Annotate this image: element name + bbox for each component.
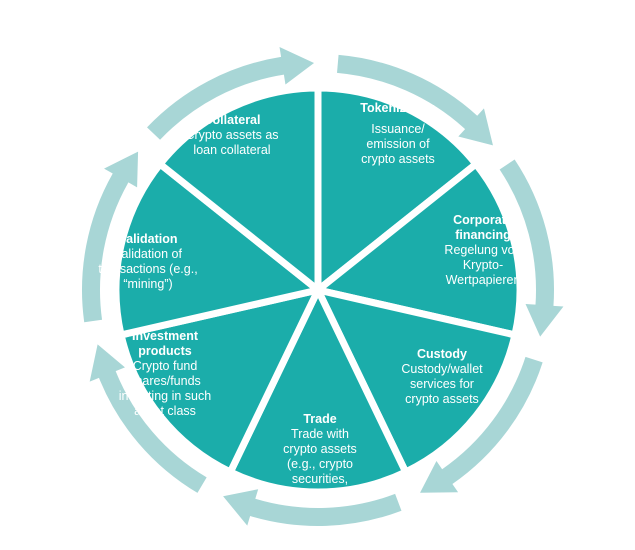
segment-title: Validation: [118, 232, 177, 246]
segment-title: products: [138, 344, 192, 358]
segment-description-line: securities,: [292, 472, 348, 486]
segment-description-line: Issuance/: [371, 122, 425, 136]
segment-description-line: Wertpapieren: [446, 273, 521, 287]
segment-description-line: crypto assets: [405, 392, 479, 406]
cycle-arrow-collateral: [147, 47, 315, 140]
segment-description-line: Validation of: [114, 247, 182, 261]
segment-custody: [314, 286, 519, 476]
cycle-arrow-investment-products: [89, 344, 207, 493]
cycle-arrow-corporate-financing: [499, 159, 564, 337]
segment-description-line: crypto assets: [283, 442, 357, 456]
segment-description-line: “mining”): [123, 277, 172, 291]
segment-title: Corporate: [453, 213, 513, 227]
segment-title: Investment: [132, 329, 199, 343]
segment-tokenization: [314, 84, 480, 294]
segment-description-line: Crypto assets as: [185, 128, 278, 142]
segment-title: Trade: [303, 412, 336, 426]
segment-description-line: emission of: [366, 137, 430, 151]
segment-description-line: asset class: [134, 404, 196, 418]
segment-description-line: tangible assets): [276, 487, 364, 501]
segment-description-line: Custody/wallet: [401, 362, 483, 376]
segment-title: Tokenization: [360, 101, 435, 115]
segment-collateral: [156, 84, 322, 294]
cycle-arrow-trade: [223, 489, 402, 526]
segment-description-line: crypto assets: [361, 152, 435, 166]
segment-validation: [112, 160, 322, 339]
segment-description-line: Trade with: [291, 427, 349, 441]
cycle-arrow-custody: [420, 356, 543, 493]
segment-description-line: transactions (e.g.,: [98, 262, 197, 276]
segment-description-line: Regelung von: [444, 243, 521, 257]
segment-description-line: Crypto fund: [133, 359, 198, 373]
cycle-arrows: [82, 47, 564, 526]
segment-description-line: shares/funds: [129, 374, 201, 388]
cycle-segments: [112, 84, 524, 496]
segment-title: Collateral: [204, 113, 261, 127]
segment-title: financing: [455, 228, 511, 242]
segment-description-line: loan collateral: [193, 143, 270, 157]
segment-description-line: Krypto-: [463, 258, 503, 272]
segment-trade: [226, 286, 410, 496]
segment-corporate-financing: [314, 160, 524, 339]
segment-description-line: investing in such: [119, 389, 211, 403]
cycle-arrow-tokenization: [336, 54, 493, 146]
cycle-arrow-validation: [82, 151, 139, 323]
segment-investment-products: [117, 286, 322, 476]
segment-title: Custody: [417, 347, 467, 361]
segment-description-line: (e.g., crypto: [287, 457, 353, 471]
segment-description-line: services for: [410, 377, 474, 391]
